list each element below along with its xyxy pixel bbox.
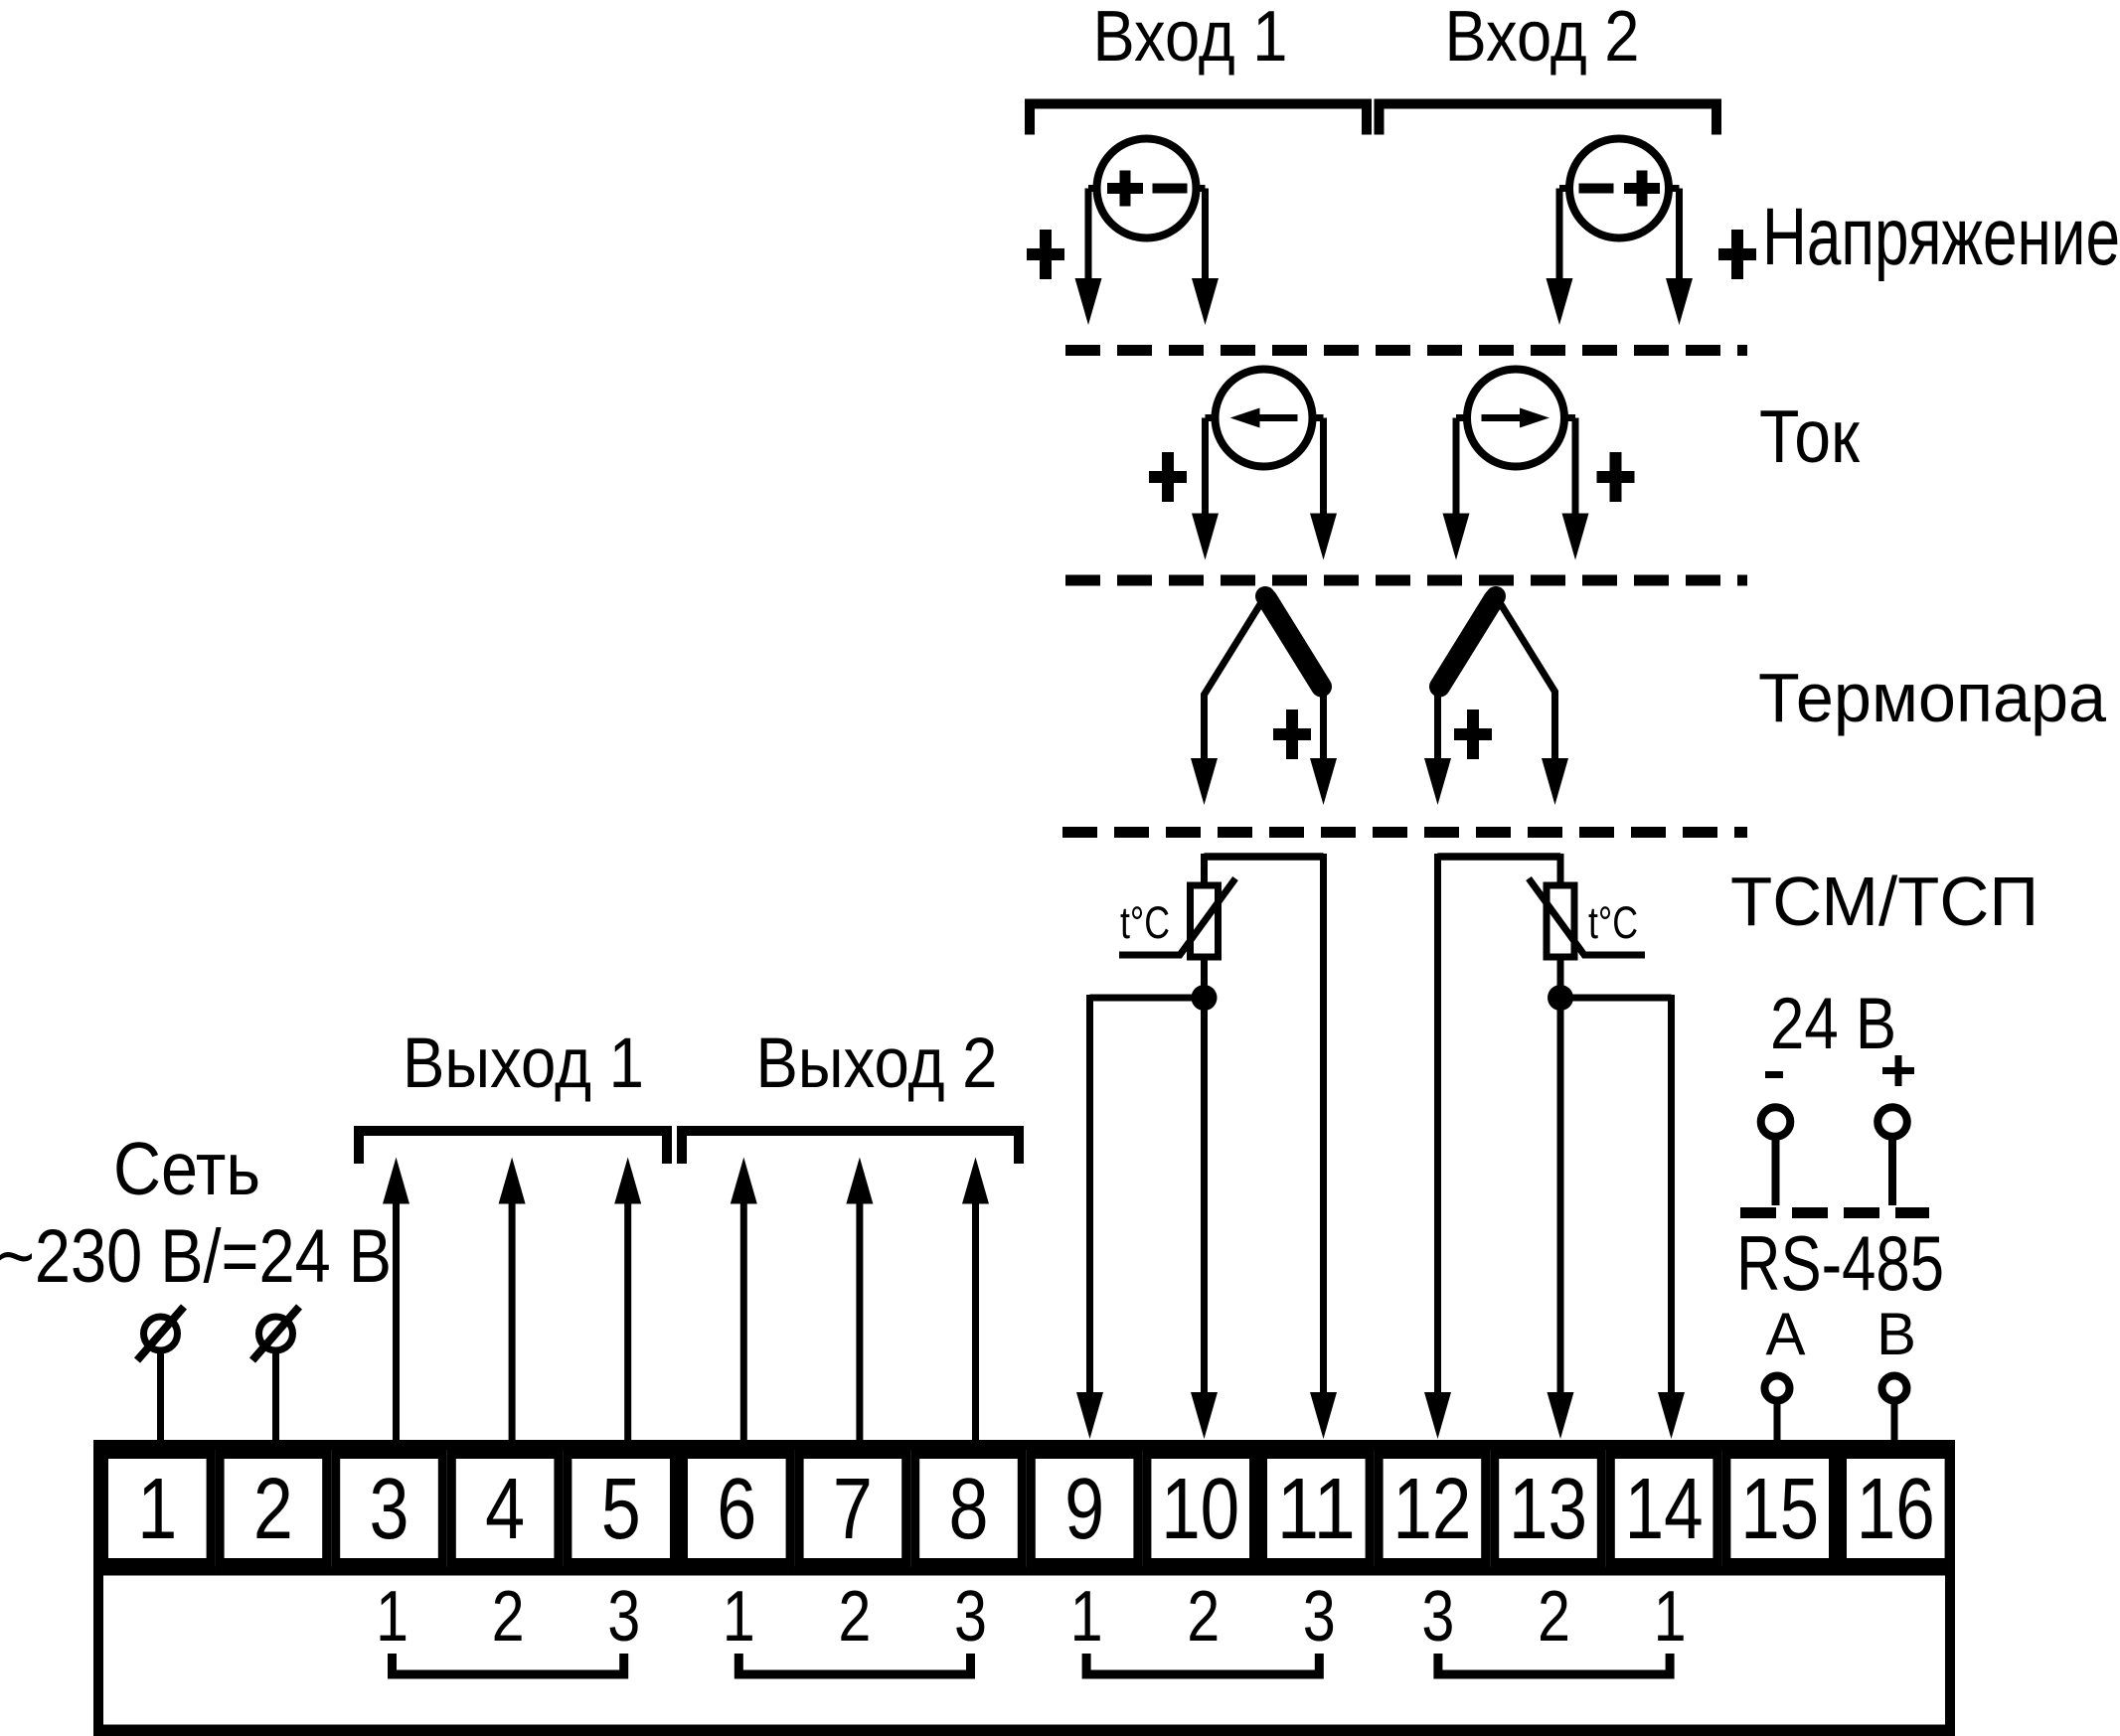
svg-text:3: 3 (370, 1461, 409, 1557)
svg-text:А: А (1766, 1301, 1806, 1367)
svg-text:12: 12 (1392, 1461, 1471, 1557)
svg-text:1: 1 (1654, 1577, 1687, 1657)
svg-text:13: 13 (1509, 1461, 1587, 1557)
svg-text:2: 2 (1538, 1577, 1570, 1657)
svg-text:t°C: t°C (1120, 897, 1170, 948)
svg-text:8: 8 (949, 1461, 989, 1557)
svg-text:1: 1 (137, 1461, 177, 1557)
svg-text:2: 2 (838, 1577, 871, 1657)
svg-text:~230 В/=24 В: ~230 В/=24 В (0, 1214, 392, 1299)
svg-text:14: 14 (1625, 1461, 1704, 1557)
svg-text:Выход 2: Выход 2 (756, 1025, 998, 1103)
svg-text:7: 7 (833, 1461, 873, 1557)
svg-text:ТСМ/ТСП: ТСМ/ТСП (1730, 863, 2038, 940)
svg-text:3: 3 (1303, 1577, 1336, 1657)
svg-text:11: 11 (1277, 1461, 1356, 1557)
svg-text:1: 1 (1070, 1577, 1103, 1657)
svg-text:В: В (1876, 1301, 1916, 1367)
svg-text:1: 1 (723, 1577, 755, 1657)
svg-text:2: 2 (1187, 1577, 1220, 1657)
svg-text:Сеть: Сеть (113, 1127, 260, 1210)
svg-text:Вход 2: Вход 2 (1445, 0, 1640, 77)
svg-text:3: 3 (607, 1577, 640, 1657)
svg-text:RS-485: RS-485 (1736, 1219, 1944, 1307)
svg-text:2: 2 (492, 1577, 525, 1657)
svg-text:15: 15 (1740, 1461, 1819, 1557)
svg-text:Напряжение: Напряжение (1762, 192, 2120, 282)
svg-text:5: 5 (601, 1461, 641, 1557)
svg-text:6: 6 (717, 1461, 756, 1557)
svg-text:10: 10 (1161, 1461, 1239, 1557)
svg-text:t°C: t°C (1588, 897, 1638, 948)
svg-text:24 В: 24 В (1770, 984, 1896, 1064)
svg-text:4: 4 (485, 1461, 525, 1557)
svg-text:2: 2 (253, 1461, 293, 1557)
svg-text:9: 9 (1064, 1461, 1104, 1557)
svg-text:Термопара: Термопара (1758, 659, 2106, 736)
svg-text:Вход 1: Вход 1 (1093, 0, 1288, 77)
svg-text:3: 3 (1421, 1577, 1454, 1657)
svg-text:Выход 1: Выход 1 (403, 1025, 644, 1103)
svg-text:16: 16 (1857, 1461, 1935, 1557)
svg-text:Ток: Ток (1759, 395, 1861, 478)
svg-text:3: 3 (954, 1577, 987, 1657)
svg-text:1: 1 (376, 1577, 408, 1657)
